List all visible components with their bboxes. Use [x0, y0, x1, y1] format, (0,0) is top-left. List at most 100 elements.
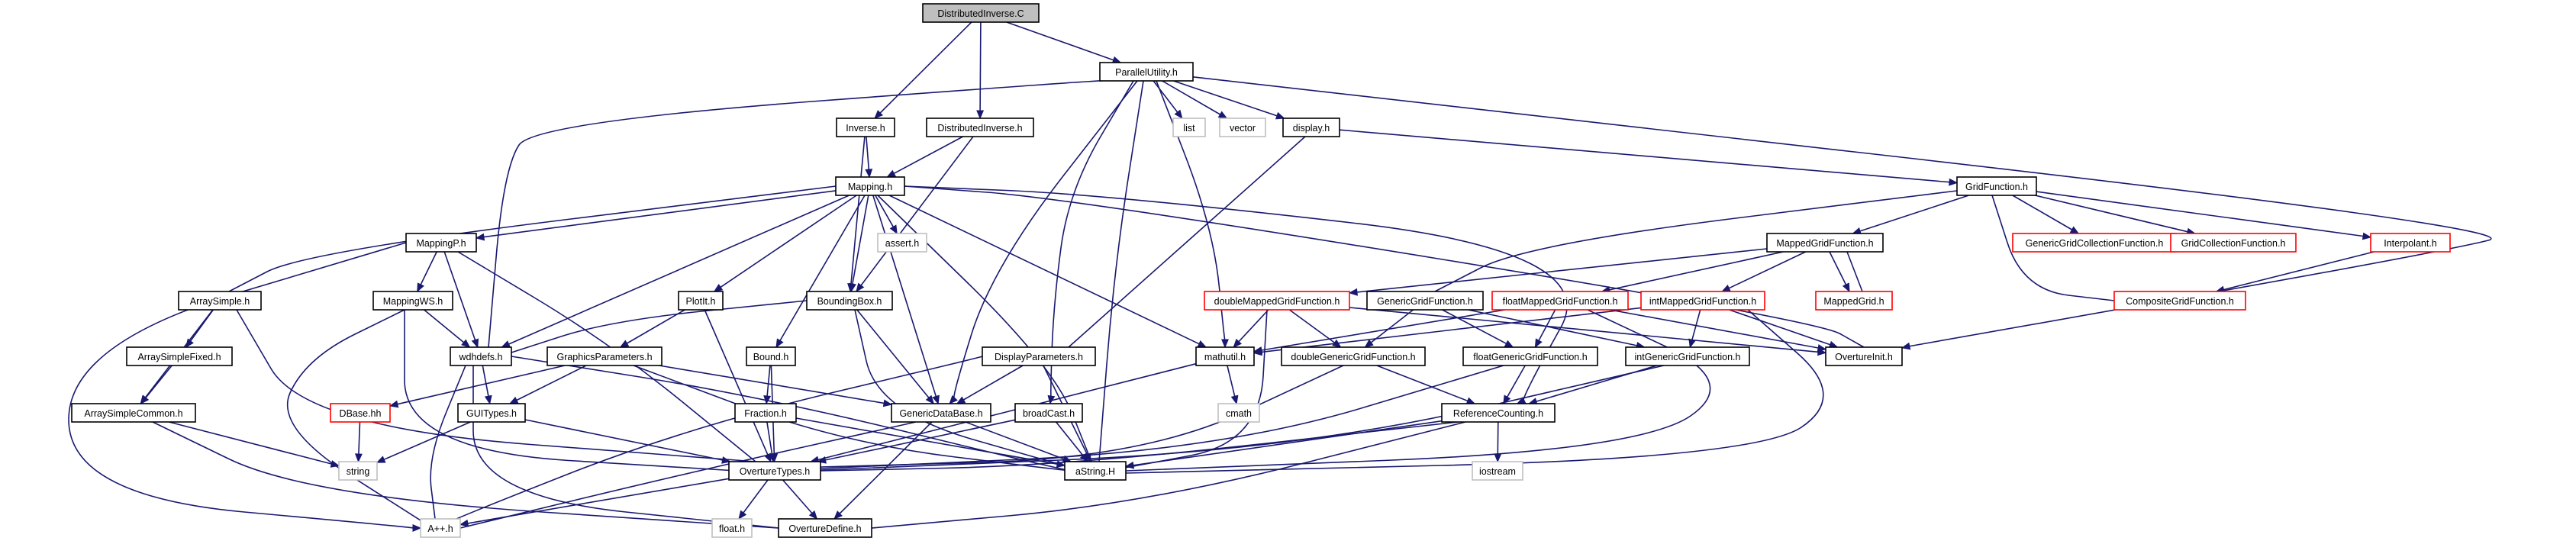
node-wdhdefs-h[interactable]: wdhdefs.h — [450, 346, 512, 366]
node-bounding-box-h[interactable]: BoundingBox.h — [806, 291, 893, 311]
node-mapping-ws-h[interactable]: MappingWS.h — [372, 291, 453, 311]
node-distributed-inverse-h[interactable]: DistributedInverse.h — [926, 118, 1034, 137]
edge-arrowhead — [1217, 111, 1228, 119]
edge-arrowhead — [925, 394, 935, 405]
edge-line — [795, 417, 1058, 465]
edge-line — [1538, 309, 1556, 341]
node-composite-grid-function-h[interactable]: CompositeGridFunction.h — [2113, 291, 2246, 311]
node-parallel-utility-h[interactable]: ParallelUtility.h — [1099, 62, 1194, 82]
node-mapped-grid-h[interactable]: MappedGrid.h — [1815, 291, 1893, 311]
node-label: OvertureInit.h — [1835, 352, 1893, 362]
node-mathutil-h[interactable]: mathutil.h — [1195, 346, 1255, 366]
node-generic-grid-collection-function-h[interactable]: GenericGridCollectionFunction.h — [2012, 233, 2177, 253]
node-broad-cast-h[interactable]: broadCast.h — [1014, 403, 1083, 423]
edge-bound-h-to-fraction-h — [763, 365, 772, 405]
edge-distributed-inverse-c-to-distributed-inverse-h — [976, 21, 985, 120]
node-string: string — [338, 461, 378, 481]
node-box — [1640, 291, 1765, 311]
edge-float-mapped-grid-function-h-to-float-generic-grid-function-h — [1534, 309, 1556, 349]
node-label: GraphicsParameters.h — [556, 352, 652, 362]
node-bound-h[interactable]: Bound.h — [746, 346, 796, 366]
edge-display-h-to-grid-function-h — [1339, 129, 1959, 186]
edge-line — [2012, 195, 2073, 230]
edge-arrowhead — [412, 524, 422, 532]
edge-float-generic-grid-function-h-to-overture-types-h — [820, 365, 1504, 469]
node-box — [711, 518, 753, 538]
node-box — [1625, 346, 1750, 366]
edge-line — [893, 136, 963, 175]
node-distributed-inverse-c[interactable]: DistributedInverse.C — [922, 3, 1040, 23]
node-dbase-hh[interactable]: DBase.hh — [330, 403, 391, 423]
edge-array-simple-fixed-h-to-array-simple-common-h — [140, 365, 172, 405]
node-a-string-h[interactable]: aString.H — [1064, 461, 1127, 481]
edge-line — [236, 309, 756, 462]
node-float-generic-grid-function-h[interactable]: floatGenericGridFunction.h — [1462, 346, 1598, 366]
node-mapping-p-h[interactable]: MappingP.h — [405, 233, 477, 253]
node-mapped-grid-function-h[interactable]: MappedGridFunction.h — [1766, 233, 1884, 253]
edge-arrowhead — [874, 110, 883, 119]
edge-arrowhead — [417, 282, 424, 293]
node-generic-grid-function-h[interactable]: GenericGridFunction.h — [1366, 291, 1484, 311]
node-overture-define-h[interactable]: OvertureDefine.h — [778, 518, 872, 538]
edge-mapping-ws-h-to-wdhdefs-h — [424, 309, 471, 348]
node-label: list — [1183, 123, 1195, 134]
node-mapping-h[interactable]: Mapping.h — [835, 176, 905, 196]
node-double-mapped-grid-function-h[interactable]: doubleMappedGridFunction.h — [1204, 291, 1350, 311]
edge-arrowhead — [619, 340, 630, 348]
node-label: float.h — [719, 523, 745, 534]
node-guitypes-h[interactable]: GUITypes.h — [457, 403, 526, 423]
node-int-generic-grid-function-h[interactable]: intGenericGridFunction.h — [1625, 346, 1750, 366]
node-graphics-parameters-h[interactable]: GraphicsParameters.h — [546, 346, 663, 366]
edge-line — [443, 251, 476, 340]
node-inverse-h[interactable]: Inverse.h — [836, 118, 895, 137]
node-fraction-h[interactable]: Fraction.h — [734, 403, 797, 423]
edge-arrowhead — [354, 453, 363, 463]
edge-line — [2223, 251, 2374, 291]
node-overture-init-h[interactable]: OvertureInit.h — [1825, 346, 1903, 366]
node-grid-collection-function-h[interactable]: GridCollectionFunction.h — [2170, 233, 2297, 253]
node-int-mapped-grid-function-h[interactable]: intMappedGridFunction.h — [1640, 291, 1765, 311]
node-display-h[interactable]: display.h — [1282, 118, 1340, 137]
node-box — [1815, 291, 1893, 311]
edge-line — [508, 195, 850, 345]
node-double-generic-grid-function-h[interactable]: doubleGenericGridFunction.h — [1281, 346, 1426, 366]
edge-line — [145, 365, 172, 398]
node-grid-function-h[interactable]: GridFunction.h — [1956, 176, 2037, 196]
node-label: CompositeGridFunction.h — [2126, 296, 2234, 307]
edge-line — [704, 309, 769, 456]
node-box — [1366, 291, 1484, 311]
edge-line — [879, 21, 972, 114]
node-array-simple-common-h[interactable]: ArraySimpleCommon.h — [71, 403, 196, 423]
edge-line — [420, 251, 437, 285]
edge-line — [1846, 251, 1863, 292]
node-generic-data-base-h[interactable]: GenericDataBase.h — [891, 403, 991, 423]
node-array-simple-h[interactable]: ArraySimple.h — [178, 291, 262, 311]
node-label: floatGenericGridFunction.h — [1473, 352, 1587, 362]
edge-arrowhead — [1465, 397, 1476, 404]
edge-line — [1376, 365, 1469, 402]
edge-mapping-h-to-overture-init-h — [904, 185, 1865, 348]
edge-arrowhead — [1534, 338, 1543, 349]
edge-line — [866, 136, 870, 170]
edge-line — [68, 242, 414, 529]
edge-int-mapped-grid-function-h-to-a-string-h — [1125, 309, 1824, 474]
edge-line — [1261, 309, 1505, 351]
node-display-parameters-h[interactable]: DisplayParameters.h — [982, 346, 1096, 366]
node-array-simple-fixed-h[interactable]: ArraySimpleFixed.h — [126, 346, 233, 366]
edge-line — [1728, 251, 1807, 289]
node-box — [2113, 291, 2246, 311]
node-plotit-h[interactable]: PlotIt.h — [678, 291, 724, 311]
edge-arrowhead — [1124, 461, 1135, 469]
edge-mapping-h-to-wdhdefs-h — [501, 195, 850, 348]
edge-reference-counting-h-to-overture-types-h — [820, 421, 1459, 472]
edge-arrowhead — [1230, 394, 1239, 405]
node-label: wdhdefs.h — [459, 352, 503, 362]
node-label: doubleGenericGridFunction.h — [1291, 352, 1415, 362]
node-label: DisplayParameters.h — [995, 352, 1083, 362]
node-interpolant-h[interactable]: Interpolant.h — [2370, 233, 2451, 253]
node-overture-types-h[interactable]: OvertureTypes.h — [728, 461, 821, 481]
node-reference-counting-h[interactable]: ReferenceCounting.h — [1441, 403, 1556, 423]
node-float-mapped-grid-function-h[interactable]: floatMappedGridFunction.h — [1491, 291, 1629, 311]
edge-arrowhead — [833, 510, 843, 520]
edge-line — [633, 365, 1073, 472]
